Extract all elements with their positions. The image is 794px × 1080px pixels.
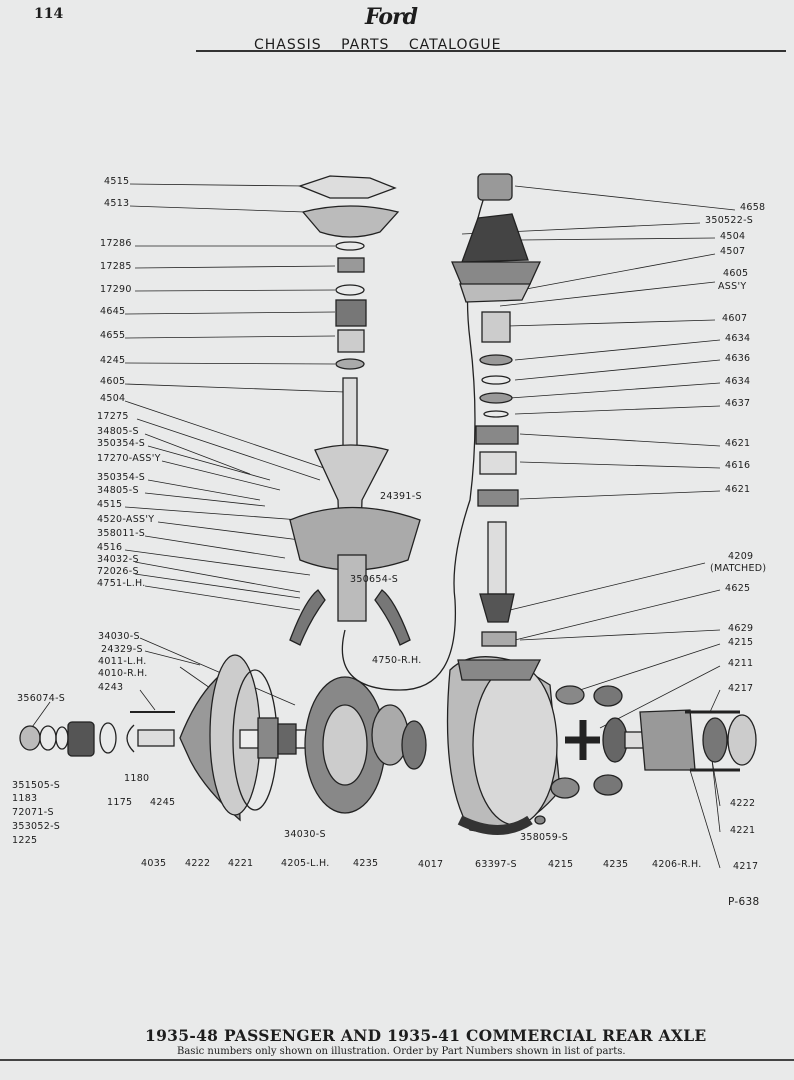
part-label: 4211 <box>728 658 754 669</box>
part-label: 353052-S <box>12 821 61 832</box>
part-label: 17290 <box>100 284 132 295</box>
plate-number: P-638 <box>728 896 760 908</box>
part-label: 4605 <box>100 376 126 387</box>
footer-note: Basic numbers only shown on illustration… <box>177 1046 626 1057</box>
part-label: 4209 <box>728 551 754 562</box>
part-label: 4222 <box>730 798 756 809</box>
part-label: 358059-S <box>520 832 569 843</box>
part-label: 4516 <box>97 542 123 553</box>
part-label: 4645 <box>100 306 126 317</box>
part-label: 4513 <box>104 198 130 209</box>
part-label: 4215 <box>548 859 574 870</box>
part-label: 17275 <box>97 411 129 422</box>
part-label: 4222 <box>185 858 211 869</box>
part-label: 4017 <box>418 859 444 870</box>
page-number: 114 <box>34 6 64 22</box>
differential-assembly <box>19 654 757 835</box>
page-title: CHASSIS PARTS CATALOGUE <box>254 37 502 53</box>
part-label: 4221 <box>228 858 254 869</box>
part-label: 4625 <box>725 583 751 594</box>
part-label: (MATCHED) <box>710 563 767 574</box>
ford-logo: Ford <box>365 4 418 30</box>
part-label: 4637 <box>725 398 751 409</box>
leader-lines <box>29 183 736 869</box>
footer-title: 1935-48 PASSENGER AND 1935-41 COMMERCIAL… <box>145 1026 707 1045</box>
part-label: 4217 <box>733 861 759 872</box>
part-label: 4629 <box>728 623 754 634</box>
part-label: 4515 <box>104 176 130 187</box>
part-label: 4215 <box>728 637 754 648</box>
part-label: 4655 <box>100 330 126 341</box>
part-label: 4607 <box>722 313 748 324</box>
part-label: 72071-S <box>12 807 54 818</box>
part-label: 358011-S <box>97 528 146 539</box>
part-label: 4658 <box>740 202 766 213</box>
part-label: 350522-S <box>705 215 754 226</box>
part-label: 4011-L.H. <box>98 656 147 667</box>
header-rule <box>196 50 786 52</box>
part-label: ASS'Y <box>718 281 747 292</box>
part-label: 4636 <box>725 353 751 364</box>
part-label: 4504 <box>720 231 746 242</box>
part-label: 350354-S <box>97 438 146 449</box>
part-label: 34805-S <box>97 485 139 496</box>
part-label: 63397-S <box>475 859 517 870</box>
pinion-assembly <box>289 175 491 691</box>
part-label: 4616 <box>725 460 751 471</box>
part-label: 356074-S <box>17 693 66 704</box>
footer-rule <box>0 1059 794 1061</box>
part-label: 4245 <box>100 355 126 366</box>
part-label: 4621 <box>725 484 751 495</box>
part-label: 1175 <box>107 797 133 808</box>
part-label: 4035 <box>141 858 167 869</box>
part-label: 4507 <box>720 246 746 257</box>
part-label: 4605 <box>723 268 749 279</box>
part-label: 4751-L.H. <box>97 578 146 589</box>
part-label: 4750-R.H. <box>372 655 422 666</box>
part-label: 1180 <box>124 773 150 784</box>
part-label: 24391-S <box>380 491 422 502</box>
part-label: 4221 <box>730 825 756 836</box>
part-label: 4634 <box>725 376 751 387</box>
part-label: 1183 <box>12 793 38 804</box>
part-label: 24329-S <box>101 644 143 655</box>
part-label: 17270-ASS'Y <box>97 453 161 464</box>
part-label: 4504 <box>100 393 126 404</box>
part-label: 4205-L.H. <box>281 858 330 869</box>
part-label: 34805-S <box>97 426 139 437</box>
carrier-assembly <box>451 173 542 647</box>
part-label: 34030-S <box>98 631 140 642</box>
part-label: 4010-R.H. <box>98 668 148 679</box>
part-label: 4621 <box>725 438 751 449</box>
part-label: 4520-ASS'Y <box>97 514 155 525</box>
part-label: 34032-S <box>97 554 139 565</box>
part-label: 34030-S <box>284 829 326 840</box>
part-label: 4245 <box>150 797 176 808</box>
part-label: 4515 <box>97 499 123 510</box>
part-label: 351505-S <box>12 780 61 791</box>
part-label: 4217 <box>728 683 754 694</box>
part-label: 4243 <box>98 682 124 693</box>
part-label: 4206-R.H. <box>652 859 702 870</box>
part-label: 350354-S <box>97 472 146 483</box>
part-label: 4634 <box>725 333 751 344</box>
part-label: 72026-S <box>97 566 139 577</box>
part-label: 350654-S <box>350 574 399 585</box>
part-label: 1225 <box>12 835 38 846</box>
part-label: 17285 <box>100 261 132 272</box>
part-label: 4235 <box>603 859 629 870</box>
part-label: 17286 <box>100 238 132 249</box>
part-label: 4235 <box>353 858 379 869</box>
